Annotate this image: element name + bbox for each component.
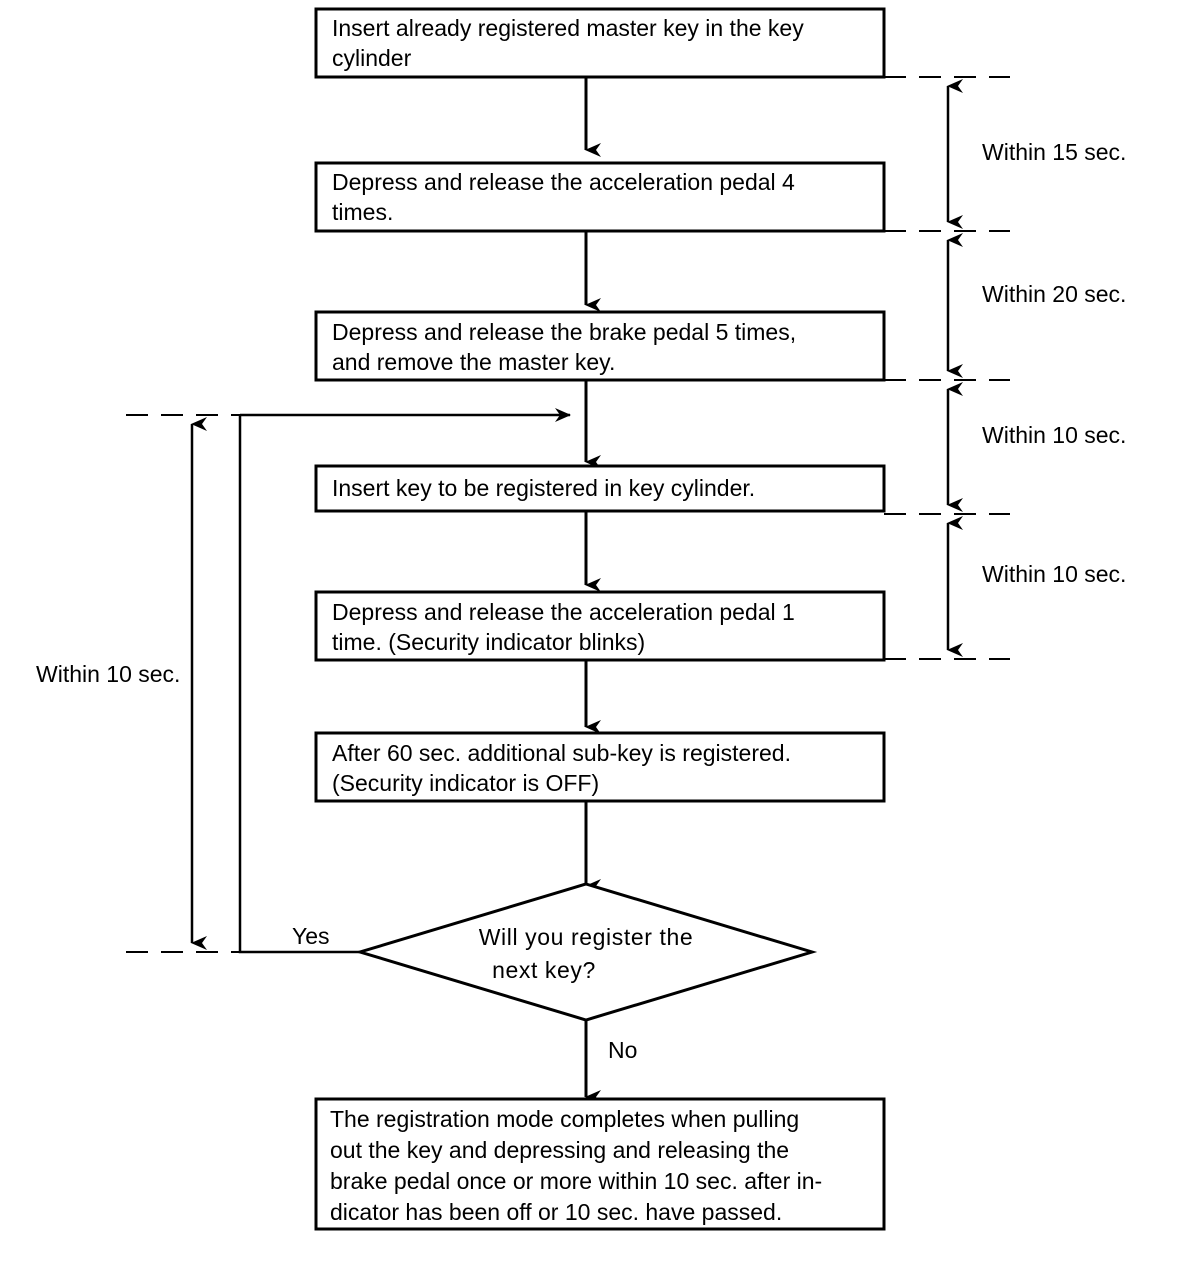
step-text-line: Depress and release the acceleration ped… bbox=[332, 169, 795, 195]
step-brake-pedal-5: Depress and release the brake pedal 5 ti… bbox=[314, 310, 886, 382]
decision-next-key: Will you register the next key? bbox=[354, 882, 818, 1022]
yes-branch-label: Yes bbox=[292, 923, 330, 949]
timing-label: Within 20 sec. bbox=[982, 281, 1126, 307]
step-text-line: dicator has been off or 10 sec. have pas… bbox=[330, 1199, 782, 1225]
timing-label: Within 10 sec. bbox=[36, 661, 180, 687]
step-insert-new-key: Insert key to be registered in key cylin… bbox=[314, 464, 886, 513]
step-text-line: The registration mode completes when pul… bbox=[330, 1106, 799, 1132]
process-box-shape bbox=[314, 161, 886, 233]
decision-text-line: next key? bbox=[492, 957, 596, 983]
step-text-line: Depress and release the brake pedal 5 ti… bbox=[332, 319, 796, 345]
step-text-line: cylinder bbox=[332, 45, 412, 71]
timing-label: Within 10 sec. bbox=[982, 561, 1126, 587]
process-box-shape bbox=[314, 1097, 886, 1231]
timing-label: Within 10 sec. bbox=[982, 422, 1126, 448]
decision-shape bbox=[354, 882, 818, 1022]
step-text-line: time. (Security indicator blinks) bbox=[332, 629, 645, 655]
timing-15-sec: Within 15 sec. bbox=[946, 79, 1126, 229]
process-box-shape bbox=[314, 731, 886, 803]
step-text-line: out the key and depressing and releasing… bbox=[330, 1137, 789, 1163]
step-sub-key-registered: After 60 sec. additional sub-key is regi… bbox=[314, 731, 886, 803]
step-insert-master-key: Insert already registered master key in … bbox=[314, 7, 886, 79]
step-accel-pedal-1: Depress and release the acceleration ped… bbox=[314, 590, 886, 662]
step-text-line: After 60 sec. additional sub-key is regi… bbox=[332, 740, 791, 766]
process-box-shape bbox=[314, 7, 886, 79]
timing-label: Within 15 sec. bbox=[982, 139, 1126, 165]
timing-10-sec-loop: Within 10 sec. bbox=[36, 417, 207, 950]
process-box-shape bbox=[314, 464, 886, 513]
timing-10-sec-b: Within 10 sec. bbox=[946, 516, 1126, 657]
process-box-shape bbox=[314, 590, 886, 662]
timing-10-sec-a: Within 10 sec. bbox=[946, 382, 1126, 512]
step-text-line: (Security indicator is OFF) bbox=[332, 770, 599, 796]
step-accel-pedal-4: Depress and release the acceleration ped… bbox=[314, 161, 886, 233]
no-branch-label: No bbox=[608, 1037, 637, 1063]
step-text-line: brake pedal once or more within 10 sec. … bbox=[330, 1168, 822, 1194]
decision-text-line: Will you register the bbox=[479, 924, 694, 950]
step-text-line: Depress and release the acceleration ped… bbox=[332, 599, 795, 625]
step-text-line: Insert key to be registered in key cylin… bbox=[332, 475, 755, 501]
step-text-line: Insert already registered master key in … bbox=[332, 15, 804, 41]
step-registration-complete: The registration mode completes when pul… bbox=[314, 1097, 886, 1231]
process-box-shape bbox=[314, 310, 886, 382]
step-text-line: and remove the master key. bbox=[332, 349, 615, 375]
timing-20-sec: Within 20 sec. bbox=[946, 233, 1126, 378]
step-text-line: times. bbox=[332, 199, 393, 225]
